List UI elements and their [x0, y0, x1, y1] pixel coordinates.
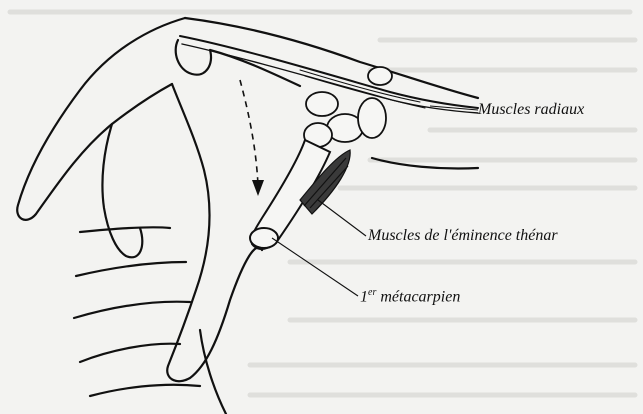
support-block: [74, 227, 226, 414]
label-radial-muscles: Muscles radiaux: [478, 102, 584, 118]
label-first-metacarpal: 1er métacarpien: [360, 288, 460, 305]
label-first-metacarpal-word: métacarpien: [376, 288, 460, 305]
label-first-metacarpal-number: 1: [360, 288, 368, 305]
hand-outline: [17, 18, 300, 381]
leader-thenar: [318, 200, 366, 236]
rotation-arrow: [240, 80, 264, 196]
label-thenar-muscles: Muscles de l'éminence thénar: [368, 228, 558, 244]
leader-meta: [272, 238, 358, 296]
